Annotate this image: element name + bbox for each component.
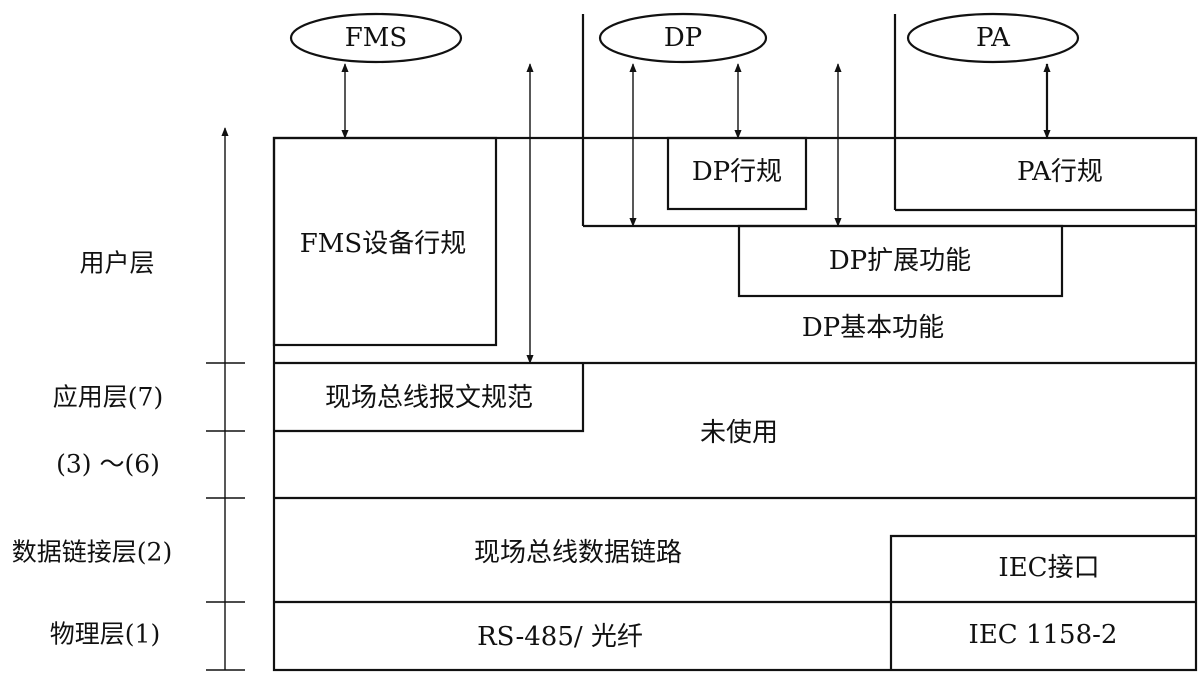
pa-label: PA — [976, 23, 1011, 53]
iec-interface-label: IEC接口 — [998, 553, 1099, 583]
unused-label: 未使用 — [700, 418, 778, 448]
datalink-layer-label: 数据链接层(2) — [12, 538, 172, 567]
user-layer-label: 用户层 — [79, 249, 154, 278]
iec-1158-2-label: IEC 1158-2 — [969, 620, 1118, 650]
dp-ellipse — [598, 12, 768, 64]
fieldbus-datalink-label: 现场总线数据链路 — [474, 538, 682, 568]
fieldbus-message-spec-label: 现场总线报文规范 — [325, 383, 533, 413]
fms-ellipse — [289, 12, 463, 64]
fms-device-profile-box — [272, 136, 498, 347]
rs485-fiber-label: RS-485/ 光纤 — [477, 622, 643, 652]
fms-device-profile-label: FMS设备行规 — [300, 229, 466, 259]
pa-protocol-node: PA — [906, 12, 1080, 64]
fieldbus-message-spec-box — [274, 363, 585, 433]
middle-layers-label: (3) ～(6) — [56, 450, 160, 479]
physical-layer-label: 物理层(1) — [50, 620, 160, 649]
dp-protocol-node: DP — [598, 12, 768, 64]
fms-label: FMS — [345, 23, 407, 53]
pa-ellipse — [906, 12, 1080, 64]
dp-label: DP — [664, 23, 702, 53]
iec-interface-box — [889, 534, 1196, 670]
dp-extended-label: DP扩展功能 — [829, 246, 971, 276]
fms-protocol-node: FMS — [289, 12, 463, 64]
dp-profile-label: DP行规 — [692, 157, 782, 187]
pa-profile-label: PA行规 — [1017, 157, 1103, 187]
dp-extended-box — [737, 224, 1064, 298]
dp-basic-label: DP基本功能 — [802, 313, 944, 343]
application-layer-label: 应用层(7) — [53, 383, 163, 412]
